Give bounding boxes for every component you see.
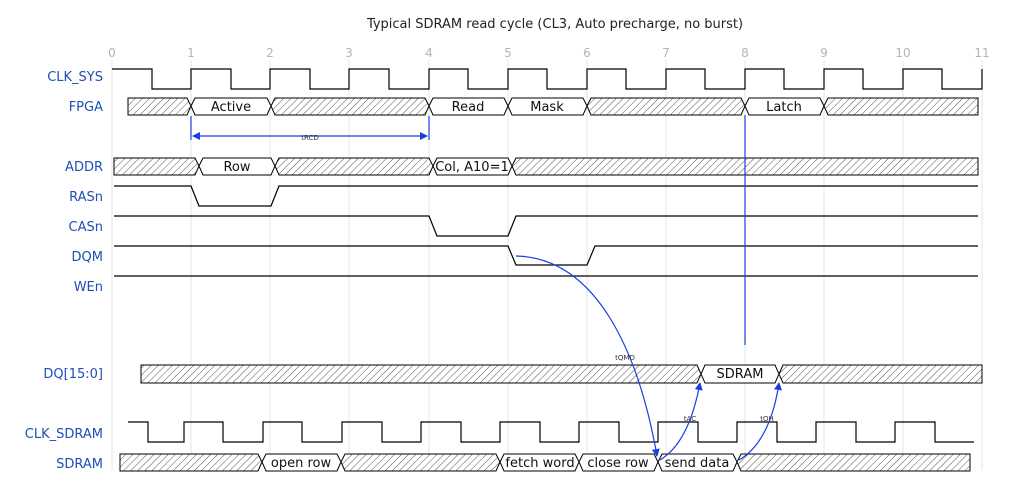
- tick-label: 6: [583, 46, 591, 60]
- sdram-bus: open row fetch word close row send data: [119, 453, 971, 472]
- sdram-box-label: open row: [271, 456, 332, 471]
- signal-label-sdram: SDRAM: [56, 457, 103, 472]
- tick-label: 11: [974, 46, 989, 60]
- tick-label: 3: [345, 46, 353, 60]
- trcd-label: tRCD: [301, 134, 319, 142]
- trcd-arrow: tRCD: [190, 116, 430, 142]
- signal-label-clk-sdram: CLK_SDRAM: [25, 427, 103, 442]
- signal-labels: CLK_SYS FPGA ADDR RASn CASn DQM WEn DQ[1…: [25, 70, 103, 472]
- dq-bus: SDRAM: [140, 364, 983, 384]
- tick-label: 0: [108, 46, 116, 60]
- rasn-wave: [114, 185, 978, 207]
- tick-label: 8: [741, 46, 749, 60]
- fpga-bus: Active Read Mask Latch: [127, 97, 979, 116]
- tac-label: tAC: [684, 415, 696, 423]
- tick-label: 2: [266, 46, 274, 60]
- dqm-wave: [114, 245, 978, 266]
- fpga-box-label: Latch: [766, 100, 802, 115]
- toh-label: tOH: [760, 415, 774, 423]
- fpga-box-label: Mask: [530, 100, 564, 115]
- signal-label-dq: DQ[15:0]: [43, 367, 103, 382]
- tick-label: 5: [504, 46, 512, 60]
- tick-label: 1: [187, 46, 195, 60]
- addr-box-label: Row: [223, 160, 250, 175]
- fpga-box-label: Read: [452, 100, 485, 115]
- tac-arrow: [659, 382, 703, 461]
- tick-label: 7: [662, 46, 670, 60]
- clk-sdram-wave: [128, 421, 974, 443]
- sdram-box-label: send data: [665, 456, 730, 471]
- signal-label-casn: CASn: [69, 220, 103, 235]
- tqmd-arrow: [515, 255, 660, 457]
- sdram-box-label: close row: [587, 456, 649, 471]
- signal-label-dqm: DQM: [72, 250, 103, 265]
- casn-wave: [114, 215, 978, 237]
- signal-label-addr: ADDR: [65, 160, 103, 175]
- dq-box-label: SDRAM: [717, 367, 764, 382]
- diagram-title: Typical SDRAM read cycle (CL3, Auto prec…: [366, 17, 743, 32]
- addr-box-label: Col, A10=1: [435, 160, 509, 175]
- tick-label: 4: [425, 46, 433, 60]
- tick-label: 9: [820, 46, 828, 60]
- signal-label-fpga: FPGA: [69, 100, 103, 115]
- tick-label: 10: [895, 46, 910, 60]
- clk-sys-wave: [112, 68, 983, 90]
- signal-label-wen: WEn: [74, 280, 103, 295]
- signal-label-clk-sys: CLK_SYS: [47, 70, 103, 85]
- toh-arrow: [738, 382, 782, 461]
- signal-label-rasn: RASn: [69, 190, 103, 205]
- sdram-box-label: fetch word: [505, 456, 574, 471]
- tqmd-label: tQMD: [615, 354, 635, 362]
- addr-bus: Row Col, A10=1: [113, 157, 979, 176]
- fpga-box-label: Active: [211, 100, 251, 115]
- timing-arrows: tQMD tAC tOH: [515, 255, 782, 461]
- time-ticks: 0 1 2 3 4 5 6 7 8 9 10 11: [108, 46, 989, 60]
